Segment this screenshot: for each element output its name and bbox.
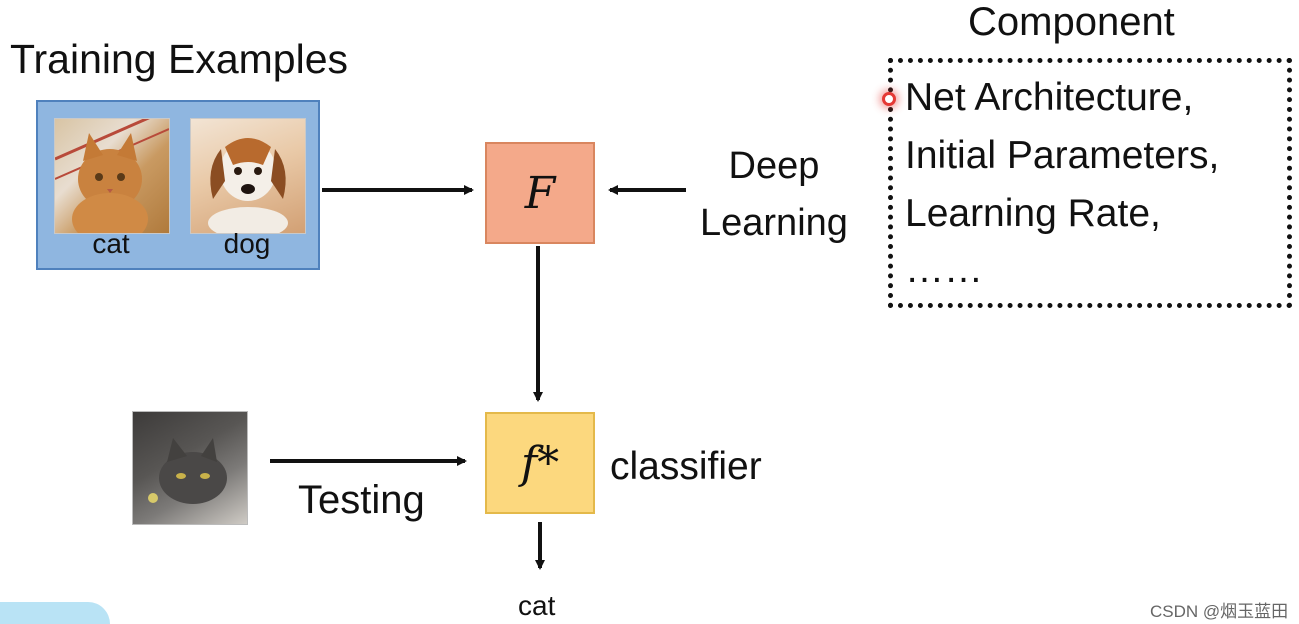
deep-learning-label: Deep Learning: [700, 138, 848, 252]
output-label: cat: [518, 590, 556, 621]
component-box: [888, 58, 1292, 308]
dog-label: dog: [223, 228, 271, 259]
deep-learning-line1: Deep: [728, 145, 820, 187]
component-item-net-architecture: Net Architecture,: [905, 76, 1194, 119]
deep-learning-line2: Learning: [700, 202, 848, 244]
classifier-label: classifier: [610, 445, 762, 488]
cat-photo: [54, 118, 170, 234]
component-title: Component: [968, 0, 1175, 44]
cat-label: cat: [92, 228, 130, 259]
training-examples-panel: cat dog: [36, 100, 320, 270]
function-set-box: F: [485, 142, 595, 244]
watermark: CSDN @烟玉蓝田: [1150, 602, 1289, 621]
test-cat-photo: [132, 411, 248, 525]
corner-decoration: [0, 602, 110, 624]
testing-label: Testing: [298, 478, 425, 522]
training-examples-title: Training Examples: [10, 36, 349, 82]
laser-pointer-icon: [882, 92, 896, 106]
component-item-ellipsis: ……: [905, 248, 983, 291]
component-item-learning-rate: Learning Rate,: [905, 192, 1161, 235]
dog-photo: [190, 118, 306, 234]
component-item-initial-parameters: Initial Parameters,: [905, 134, 1220, 177]
classifier-box: f*: [485, 412, 595, 514]
